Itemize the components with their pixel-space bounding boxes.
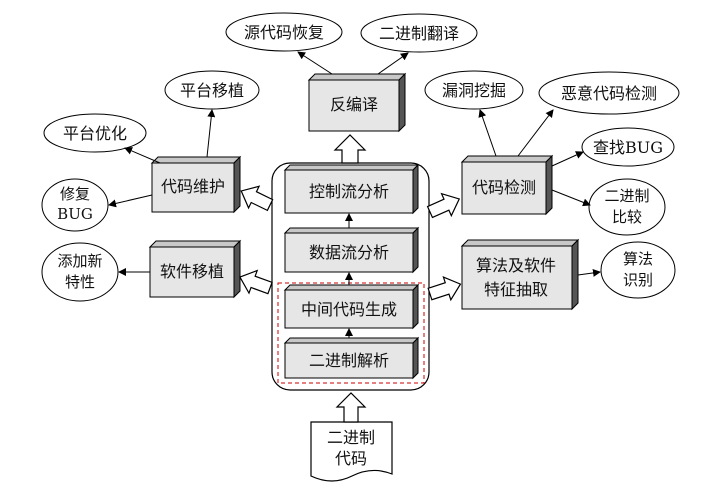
arrow-to-fix-bug — [108, 194, 153, 208]
arrow-to-src-recover — [297, 51, 333, 75]
code-maintain-box: 代码维护 — [150, 155, 242, 214]
data-flow-box: 数据流分析 — [283, 226, 420, 274]
arrow-to-algo-identify — [577, 268, 601, 277]
arrow-to-find-bug — [551, 151, 584, 167]
frontend-dashed-group — [277, 282, 425, 384]
svg-text:平台优化: 平台优化 — [63, 124, 127, 143]
decompile-box: 反编译 — [307, 72, 407, 133]
svg-text:二进制: 二进制 — [604, 187, 649, 205]
ellipse-src-recover: 源代码恢复 — [225, 12, 343, 52]
binary-code-document: 二进制 代码 — [310, 421, 393, 482]
arrow-to-platform-port — [206, 109, 216, 158]
control-flow-label: 控制流分析 — [309, 182, 389, 201]
ellipse-leak-mining: 漏洞挖掘 — [424, 70, 524, 110]
binary-parse-label: 二进制解析 — [309, 351, 389, 370]
algo-extract-box: 算法及软件 特征抽取 — [460, 238, 580, 311]
ellipse-bin-compare: 二进制 比较 — [588, 178, 666, 236]
software-port-box: 软件移植 — [148, 239, 242, 299]
hollow-arrow-to-algo-extract — [427, 275, 462, 302]
arrow-to-leak-mining — [478, 109, 497, 157]
code-maintain-label: 代码维护 — [161, 177, 225, 196]
svg-text:恶意代码检测: 恶意代码检测 — [561, 84, 657, 103]
ellipse-platform-opt: 平台优化 — [43, 113, 147, 153]
ellipse-bin-translate: 二进制翻译 — [360, 13, 478, 53]
svg-text:比较: 比较 — [612, 208, 642, 226]
hollow-arrow-to-software-port — [239, 269, 273, 295]
arrow-to-malware-detect — [517, 109, 554, 157]
algo-extract-line-1: 算法及软件 — [476, 256, 556, 275]
decompile-label: 反编译 — [330, 95, 378, 114]
svg-text:添加新: 添加新 — [57, 252, 102, 270]
decompile-hollow-arrow — [333, 134, 367, 164]
code-detect-box: 代码检测 — [460, 154, 554, 216]
svg-text:BUG: BUG — [57, 205, 93, 223]
hollow-arrow-to-code-maintain — [240, 185, 274, 212]
arrow-to-bin-compare — [551, 189, 591, 207]
ellipse-fix-bug: 修复 BUG — [41, 178, 109, 232]
ir-gen-label: 中间代码生成 — [301, 300, 397, 319]
ellipse-add-feature: 添加新 特性 — [41, 242, 119, 302]
input-line-2: 代码 — [335, 449, 367, 468]
svg-text:特性: 特性 — [65, 273, 95, 291]
software-port-label: 软件移植 — [160, 262, 224, 281]
svg-text:识别: 识别 — [623, 271, 653, 289]
code-detect-label: 代码检测 — [472, 178, 536, 197]
hollow-arrow-to-code-detect — [426, 192, 461, 219]
svg-text:源代码恢复: 源代码恢复 — [244, 23, 324, 42]
ellipse-algo-identify: 算法 识别 — [600, 241, 676, 299]
svg-text:二进制翻译: 二进制翻译 — [379, 24, 459, 43]
ellipse-malware-detect: 恶意代码检测 — [538, 71, 680, 115]
input-hollow-arrow — [335, 392, 367, 423]
svg-text:算法: 算法 — [623, 250, 653, 268]
ir-gen-box: 中间代码生成 — [283, 283, 420, 330]
svg-text:平台移植: 平台移植 — [180, 81, 244, 100]
ellipse-platform-port: 平台移植 — [164, 70, 260, 110]
binary-parse-box: 二进制解析 — [283, 336, 420, 380]
data-flow-label: 数据流分析 — [309, 243, 389, 262]
arrow-to-bin-translate — [377, 52, 409, 75]
input-line-1: 二进制 — [327, 428, 375, 447]
svg-text:查找BUG: 查找BUG — [593, 138, 663, 157]
algo-extract-line-2: 特征抽取 — [484, 280, 548, 299]
svg-text:漏洞挖掘: 漏洞挖掘 — [442, 81, 506, 100]
arrow-to-platform-opt — [124, 147, 161, 164]
svg-text:修复: 修复 — [60, 185, 90, 203]
control-flow-box: 控制流分析 — [283, 163, 420, 215]
ellipse-find-bug: 查找BUG — [581, 127, 675, 167]
